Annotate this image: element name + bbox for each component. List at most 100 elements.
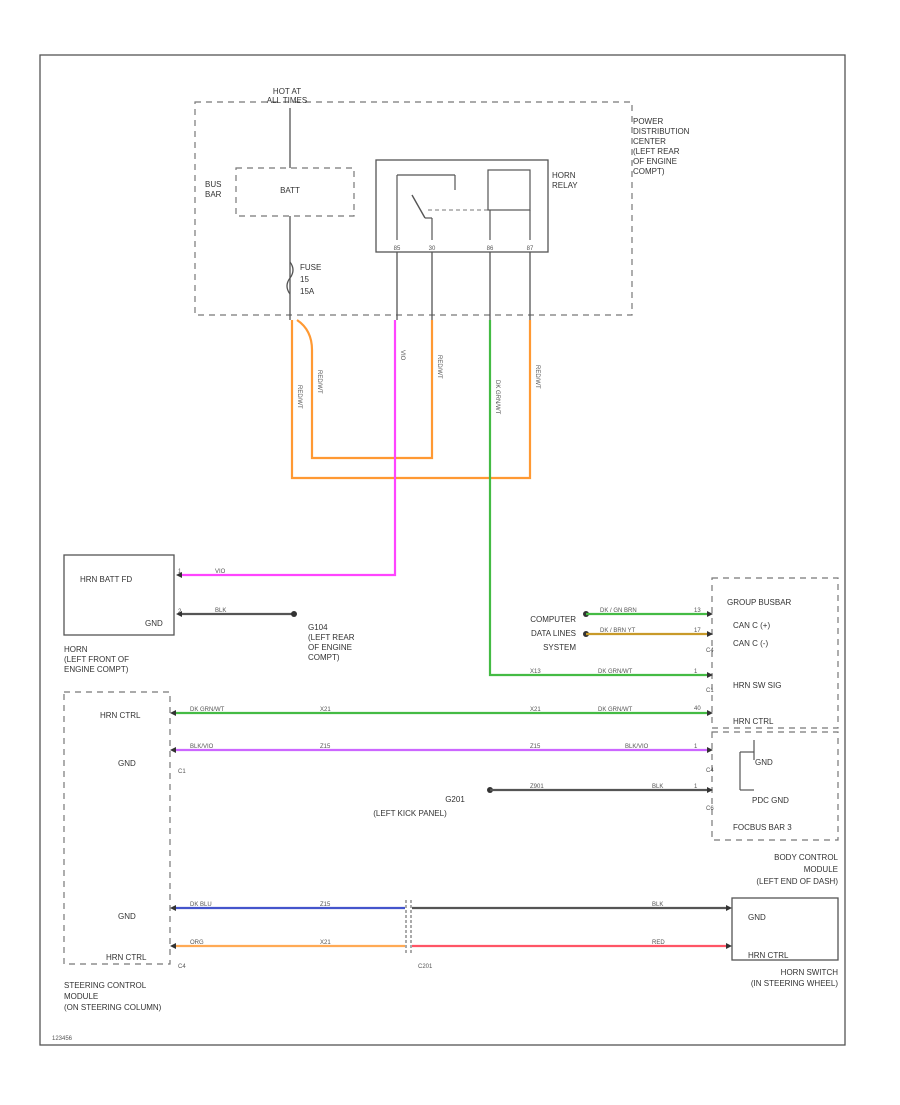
svg-text:ENGINE COMPT): ENGINE COMPT) xyxy=(64,665,129,674)
svg-text:1: 1 xyxy=(694,669,698,675)
bcm-pins: 13 17 1 40 1 1 xyxy=(694,608,701,790)
horn-gnd-wire-code: BLK xyxy=(215,608,226,614)
relay-pins: 85 30 86 87 xyxy=(394,246,534,252)
horn-relay-box xyxy=(375,159,549,253)
svg-text:OF ENGINE: OF ENGINE xyxy=(308,643,352,652)
horn-switch-ctrl-label: HRN CTRL xyxy=(748,951,789,960)
pdc-wire-codes: RED/WT RED/WT VIO RED/WT DK GRN/WT RED/W… xyxy=(296,350,540,415)
sw-gnd-wire-code-c: BLK xyxy=(652,902,663,908)
svg-text:(IN STEERING WHEEL): (IN STEERING WHEEL) xyxy=(751,979,838,988)
scm-caption: STEERING CONTROL MODULE (ON STEERING COL… xyxy=(64,981,162,1012)
svg-text:85: 85 xyxy=(394,246,401,252)
sw-ctrl-wire-code-a: ORG xyxy=(190,940,204,946)
bcm-gnd-label: GND xyxy=(755,758,773,767)
svg-text:(LEFT REAR: (LEFT REAR xyxy=(308,633,355,642)
svg-text:COMPT): COMPT) xyxy=(633,167,665,176)
connector-arrow-icons xyxy=(170,572,732,949)
horn-switch-caption: HORN SWITCH (IN STEERING WHEEL) xyxy=(751,968,838,988)
svg-text:1: 1 xyxy=(694,744,698,750)
svg-text:CENTER: CENTER xyxy=(633,137,666,146)
svg-text:C6: C6 xyxy=(706,806,714,812)
fuse-label: FUSE xyxy=(300,263,321,272)
relay-switch-icon xyxy=(396,174,488,240)
ctrl-wire-code-a: DK GRN/WT xyxy=(190,707,225,713)
svg-text:87: 87 xyxy=(527,246,534,252)
scm-hrn-ctrl-label: HRN CTRL xyxy=(100,711,141,720)
ground-g201-location: (LEFT KICK PANEL) xyxy=(373,809,447,818)
svg-text:(LEFT FRONT OF: (LEFT FRONT OF xyxy=(64,655,129,664)
scm-c4-label: C4 xyxy=(178,964,186,970)
svg-text:86: 86 xyxy=(487,246,494,252)
svg-text:C4: C4 xyxy=(706,648,714,654)
batt-label: BATT xyxy=(280,186,300,195)
svg-text:MODULE: MODULE xyxy=(804,865,838,874)
svg-text:RED/WT: RED/WT xyxy=(534,365,540,389)
fuse-icon xyxy=(286,261,294,295)
diagram-frame xyxy=(39,54,846,1046)
wire-relay-to-horn xyxy=(182,320,397,577)
bcm-focbus-label: FOCBUS BAR 3 xyxy=(733,823,792,832)
bcm-box-lower xyxy=(711,731,839,841)
svg-text:VIO: VIO xyxy=(399,350,405,361)
scm-gnd-wire-code-d: BLK/VIO xyxy=(625,744,649,750)
bcm-gnd-wire-code-a: Z901 xyxy=(530,784,544,790)
ctrl-wire-code-c: X21 xyxy=(530,707,541,713)
ctrl-wire-code-d: DK GRN/WT xyxy=(598,707,633,713)
wire-fuse-to-relay-87 xyxy=(290,320,532,480)
svg-text:DISTRIBUTION: DISTRIBUTION xyxy=(633,127,690,136)
bcm-hrn-sw-label: HRN SW SIG xyxy=(733,681,781,690)
scm-gnd-wire-code-b: Z15 xyxy=(320,744,331,750)
horn-switch-box xyxy=(731,897,839,961)
bcm-gnd-wire-code-b: BLK xyxy=(652,784,663,790)
bcm-busbar-label: GROUP BUSBAR xyxy=(727,598,792,607)
svg-text:(LEFT END OF DASH): (LEFT END OF DASH) xyxy=(756,877,838,886)
bcm-pdc-gnd-label: PDC GND xyxy=(752,796,789,805)
horn-caption: HORN (LEFT FRONT OF ENGINE COMPT) xyxy=(64,645,129,674)
svg-text:MODULE: MODULE xyxy=(64,992,98,1001)
c201-label: C201 xyxy=(418,964,433,970)
horn-gnd-label: GND xyxy=(145,619,163,628)
svg-text:COMPT): COMPT) xyxy=(308,653,340,662)
ground-g201-id: G201 xyxy=(445,795,465,804)
hot-at-label-1: HOT AT xyxy=(273,87,301,96)
bus-bar-label-2: BAR xyxy=(205,190,222,199)
svg-text:SYSTEM: SYSTEM xyxy=(543,643,576,652)
horn-switch-gnd-label: GND xyxy=(748,913,766,922)
bcm-connector-labels: C4 C1 C4 C6 xyxy=(706,648,714,812)
horn-feed-label: HRN BATT FD xyxy=(80,575,132,584)
horn-pin-1: 1 xyxy=(178,569,182,575)
scm-gnd-label: GND xyxy=(118,759,136,768)
scm-gnd-wire-code-a: BLK/VIO xyxy=(190,744,214,750)
sw-ctrl-wire-code-b: X21 xyxy=(320,940,331,946)
svg-text:HORN SWITCH: HORN SWITCH xyxy=(781,968,839,977)
svg-text:17: 17 xyxy=(694,628,701,634)
power-distribution-center-box xyxy=(194,101,633,316)
svg-text:BODY CONTROL: BODY CONTROL xyxy=(774,853,838,862)
svg-text:C4: C4 xyxy=(706,768,714,774)
svg-text:(ON STEERING COLUMN): (ON STEERING COLUMN) xyxy=(64,1003,162,1012)
fuse-rating: 15A xyxy=(300,287,315,296)
hot-at-label-2: ALL TIMES xyxy=(267,96,307,105)
svg-text:C1: C1 xyxy=(706,688,714,694)
svg-text:POWER: POWER xyxy=(633,117,663,126)
svg-text:RED/WT: RED/WT xyxy=(296,385,302,409)
horn-component-box xyxy=(63,554,175,636)
scm-gnd2-label: GND xyxy=(118,912,136,921)
horn-feed-wire-code: VIO xyxy=(215,569,226,575)
svg-text:13: 13 xyxy=(694,608,701,614)
svg-text:30: 30 xyxy=(429,246,436,252)
horn-relay-label-1: HORN xyxy=(552,171,576,180)
bcm-internal-ground-icon xyxy=(739,740,755,791)
horn-relay-label-2: RELAY xyxy=(552,181,578,190)
svg-text:OF ENGINE: OF ENGINE xyxy=(633,157,677,166)
diagram-footer-code: 123456 xyxy=(52,1036,73,1042)
steering-control-module-box xyxy=(63,691,171,965)
sw-ctrl-wire-code-c: RED xyxy=(652,940,665,946)
scm-gnd-wire-code-c: Z15 xyxy=(530,744,541,750)
bcm-can-h-label: CAN C (+) xyxy=(733,621,770,630)
scm-c1-label: C1 xyxy=(178,769,186,775)
wire-fuse-to-relay-30 xyxy=(296,319,434,460)
computer-data-lines-label: COMPUTER DATA LINES SYSTEM xyxy=(530,615,576,652)
bcm-box-upper xyxy=(711,577,839,729)
can-high-wire-code: DK / GN BRN xyxy=(600,608,637,614)
